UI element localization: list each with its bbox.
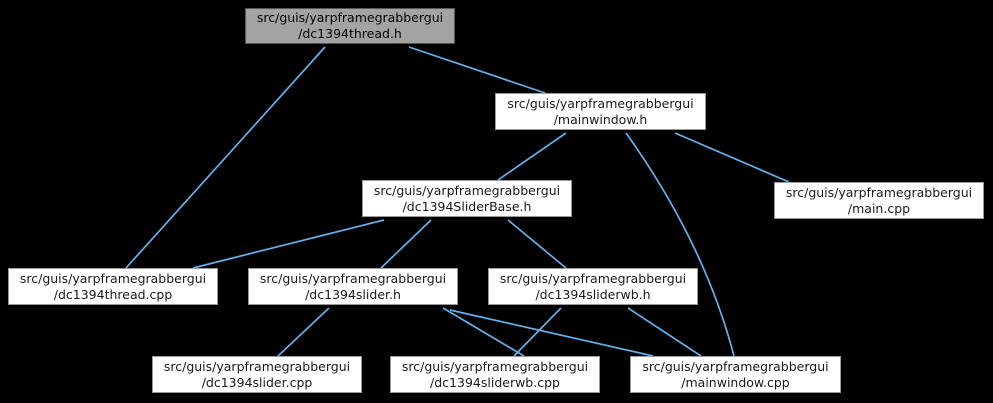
node-label-line2: /dc1394thread.cpp <box>53 286 173 302</box>
graph-node-mainwindow-h[interactable]: src/guis/yarpframegrabbergui /mainwindow… <box>495 93 706 130</box>
node-label-line1: src/guis/yarpframegrabbergui <box>499 270 687 286</box>
graph-node-dc1394thread-h: src/guis/yarpframegrabbergui /dc1394thre… <box>245 8 455 44</box>
node-label-line1: src/guis/yarpframegrabbergui <box>642 358 829 374</box>
edge-mainwindow-cpp-to-dc1394sliderwb-h <box>627 307 702 357</box>
graph-node-dc1394slider-cpp[interactable]: src/guis/yarpframegrabbergui /dc1394slid… <box>152 356 362 393</box>
graph-node-dc1394sliderwb-cpp[interactable]: src/guis/yarpframegrabbergui /dc1394slid… <box>390 356 600 393</box>
node-label-line2: /dc1394sliderwb.h <box>535 286 651 302</box>
edge-group <box>125 46 790 357</box>
edge-mainwindow-h-to-dc1394thread-h <box>408 46 546 94</box>
node-label-line2: /dc1394slider.h <box>305 286 401 302</box>
graph-node-dc1394sliderwb-h[interactable]: src/guis/yarpframegrabbergui /dc1394slid… <box>488 268 698 305</box>
node-label-line2: /dc1394thread.h <box>298 26 402 41</box>
node-label-line1: src/guis/yarpframegrabbergui <box>19 270 207 286</box>
edge-dc1394sliderwb-cpp-to-dc1394slider-h <box>442 307 525 357</box>
node-label-line1: src/guis/yarpframegrabbergui <box>785 184 973 200</box>
graph-node-dc1394slider-h[interactable]: src/guis/yarpframegrabbergui /dc1394slid… <box>248 268 458 305</box>
edge-dc1394sliderwb-h-to-dc1394sliderbase-h <box>507 219 567 269</box>
node-label-line1: src/guis/yarpframegrabbergui <box>259 270 447 286</box>
node-label-line1: src/guis/yarpframegrabbergui <box>507 95 694 111</box>
edge-mainwindow-cpp-to-dc1394slider-h <box>449 309 654 357</box>
edge-dc1394slider-cpp-to-dc1394slider-h <box>277 307 330 357</box>
edge-dc1394slider-h-to-dc1394sliderbase-h <box>380 219 432 269</box>
edge-dc1394thread-cpp-to-dc1394thread-h <box>125 46 326 269</box>
node-label-line2: /dc1394sliderwb.cpp <box>430 374 560 390</box>
node-label-line2: /mainwindow.cpp <box>681 374 790 390</box>
graph-node-mainwindow-cpp[interactable]: src/guis/yarpframegrabbergui /mainwindow… <box>630 356 841 393</box>
edge-mainwindow-cpp-to-mainwindow-h <box>625 132 735 357</box>
edge-dc1394sliderbase-h-to-mainwindow-h <box>497 132 567 181</box>
node-label-line2: /main.cpp <box>847 200 911 216</box>
node-label-line1: src/guis/yarpframegrabbergui <box>401 358 589 374</box>
graph-node-dc1394sliderbase-h[interactable]: src/guis/yarpframegrabbergui /dc1394Slid… <box>362 180 572 217</box>
graph-node-dc1394thread-cpp[interactable]: src/guis/yarpframegrabbergui /dc1394thre… <box>8 268 218 305</box>
node-label-line1: src/guis/yarpframegrabbergui <box>163 358 351 374</box>
node-label-line1: src/guis/yarpframegrabbergui <box>256 10 444 25</box>
node-label-line2: /dc1394slider.cpp <box>201 374 313 390</box>
edge-dc1394sliderwb-cpp-to-dc1394sliderwb-h <box>513 307 562 357</box>
node-label-line2: /dc1394SliderBase.h <box>402 198 532 214</box>
edge-dc1394thread-cpp-to-dc1394sliderbase-h <box>192 219 385 269</box>
node-label-line2: /mainwindow.h <box>553 111 648 127</box>
edge-main-cpp-to-mainwindow-h <box>674 132 790 183</box>
graph-node-main-cpp[interactable]: src/guis/yarpframegrabbergui /main.cpp <box>774 182 984 219</box>
node-label-line1: src/guis/yarpframegrabbergui <box>373 182 561 198</box>
